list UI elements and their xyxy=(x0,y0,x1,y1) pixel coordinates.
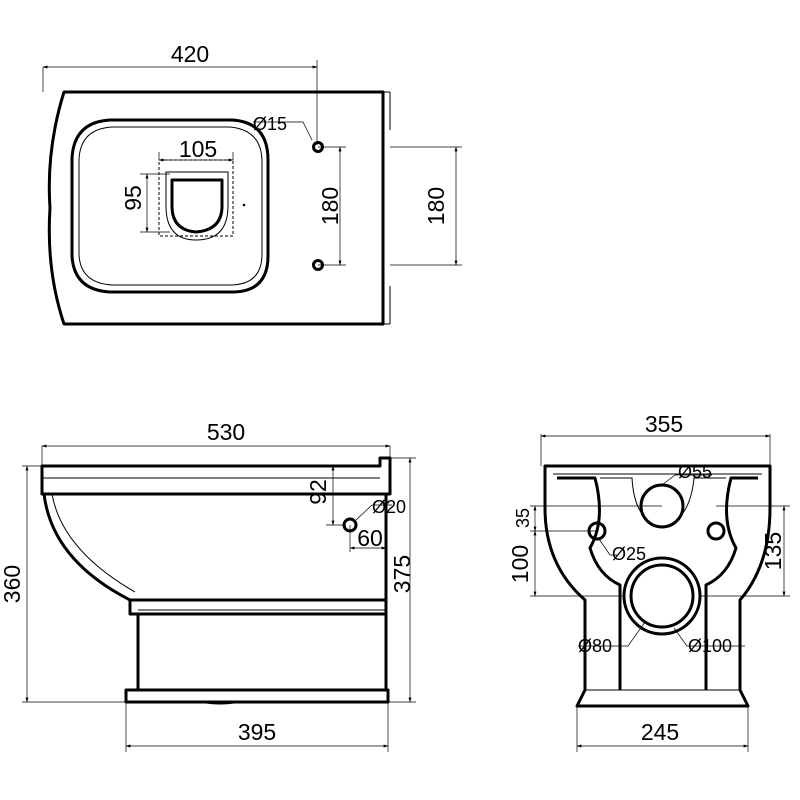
leader-o80 xyxy=(578,621,646,647)
dim-105: 105 xyxy=(179,136,217,162)
dim-395: 395 xyxy=(238,719,276,745)
dim-180-plate: 180 xyxy=(423,187,449,225)
side-view-rim xyxy=(40,456,392,496)
dim-100: 100 xyxy=(507,545,533,583)
top-view-outlet-shape xyxy=(170,178,224,234)
dim-o100: Ø100 xyxy=(688,636,732,656)
top-view-bowl-rim xyxy=(70,118,270,294)
dim-530: 530 xyxy=(207,419,245,445)
dim-355: 355 xyxy=(645,411,683,437)
dim-420: 420 xyxy=(171,41,209,67)
dim-135: 135 xyxy=(760,532,786,570)
rear-view-outline xyxy=(543,464,772,708)
top-view: 420 Ø15 180 180 105 95 xyxy=(42,41,462,326)
side-view-bowl xyxy=(42,493,386,602)
dim-180-holes: 180 xyxy=(317,187,343,225)
side-view-pedestal xyxy=(136,614,388,692)
top-view-body-outline xyxy=(47,90,385,326)
rear-view-fix-hole-right xyxy=(706,521,726,541)
leader-o15 xyxy=(253,121,313,141)
leader-o25 xyxy=(598,538,618,556)
rear-view-cavity xyxy=(557,476,758,690)
rear-view-outlet-inner xyxy=(629,563,695,629)
dim-60: 60 xyxy=(357,525,383,551)
dim-o15: Ø15 xyxy=(253,114,287,134)
rear-view: 355 Ø55 35 100 Ø25 135 Ø80 Ø100 245 xyxy=(507,411,790,752)
dim-o20: Ø20 xyxy=(372,497,406,517)
leader-o100 xyxy=(673,627,745,647)
dim-245: 245 xyxy=(641,719,679,745)
side-view: 530 360 375 395 92 Ø20 60 xyxy=(0,419,416,752)
dim-375: 375 xyxy=(389,555,415,593)
dim-o25: Ø25 xyxy=(612,544,646,564)
leader-o20 xyxy=(355,504,392,521)
dim-o80: Ø80 xyxy=(578,636,612,656)
dim-o55: Ø55 xyxy=(678,462,712,482)
dim-360: 360 xyxy=(0,565,25,603)
rear-view-outlet-outer xyxy=(622,556,702,636)
dim-92: 92 xyxy=(305,479,331,505)
dim-35: 35 xyxy=(513,508,533,528)
leader-o55 xyxy=(661,474,712,486)
dim-95: 95 xyxy=(120,185,146,211)
